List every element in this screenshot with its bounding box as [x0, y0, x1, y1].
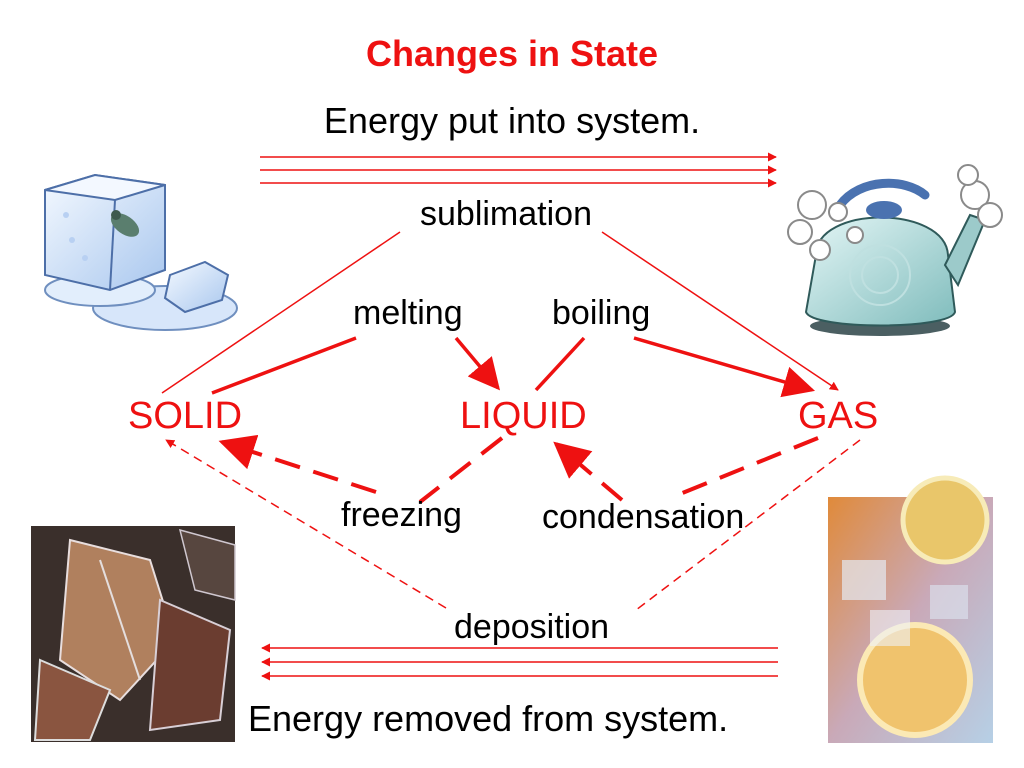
melting-label: melting: [353, 294, 463, 332]
solid-state-label: SOLID: [128, 395, 243, 437]
kettle-image: [787, 164, 1003, 336]
lemonade-glass-image: [828, 475, 993, 743]
freezing-arrow: [218, 434, 504, 504]
frosted-leaves-image: [31, 526, 236, 742]
condensation-label: condensation: [542, 498, 745, 536]
page-title: Changes in State: [365, 33, 659, 74]
deposition-label: deposition: [454, 608, 610, 646]
liquid-state-label: LIQUID: [460, 395, 587, 437]
freezing-label: freezing: [341, 496, 462, 534]
energy-in-label: Energy put into system.: [323, 100, 701, 141]
sublimation-arrow: [161, 231, 839, 394]
boiling-label: boiling: [552, 294, 651, 332]
sublimation-label: sublimation: [420, 195, 592, 233]
boiling-arrow: [534, 336, 816, 398]
ice-cube-image: [44, 173, 238, 331]
gas-state-label: GAS: [798, 395, 879, 437]
melting-arrow: [211, 336, 501, 395]
energy-out-label: Energy removed from system.: [248, 698, 729, 739]
energy-in-arrows: [260, 152, 777, 188]
deposition-arrow: [165, 439, 861, 611]
energy-out-arrows: [261, 643, 778, 681]
condensation-arrow: [553, 436, 819, 502]
